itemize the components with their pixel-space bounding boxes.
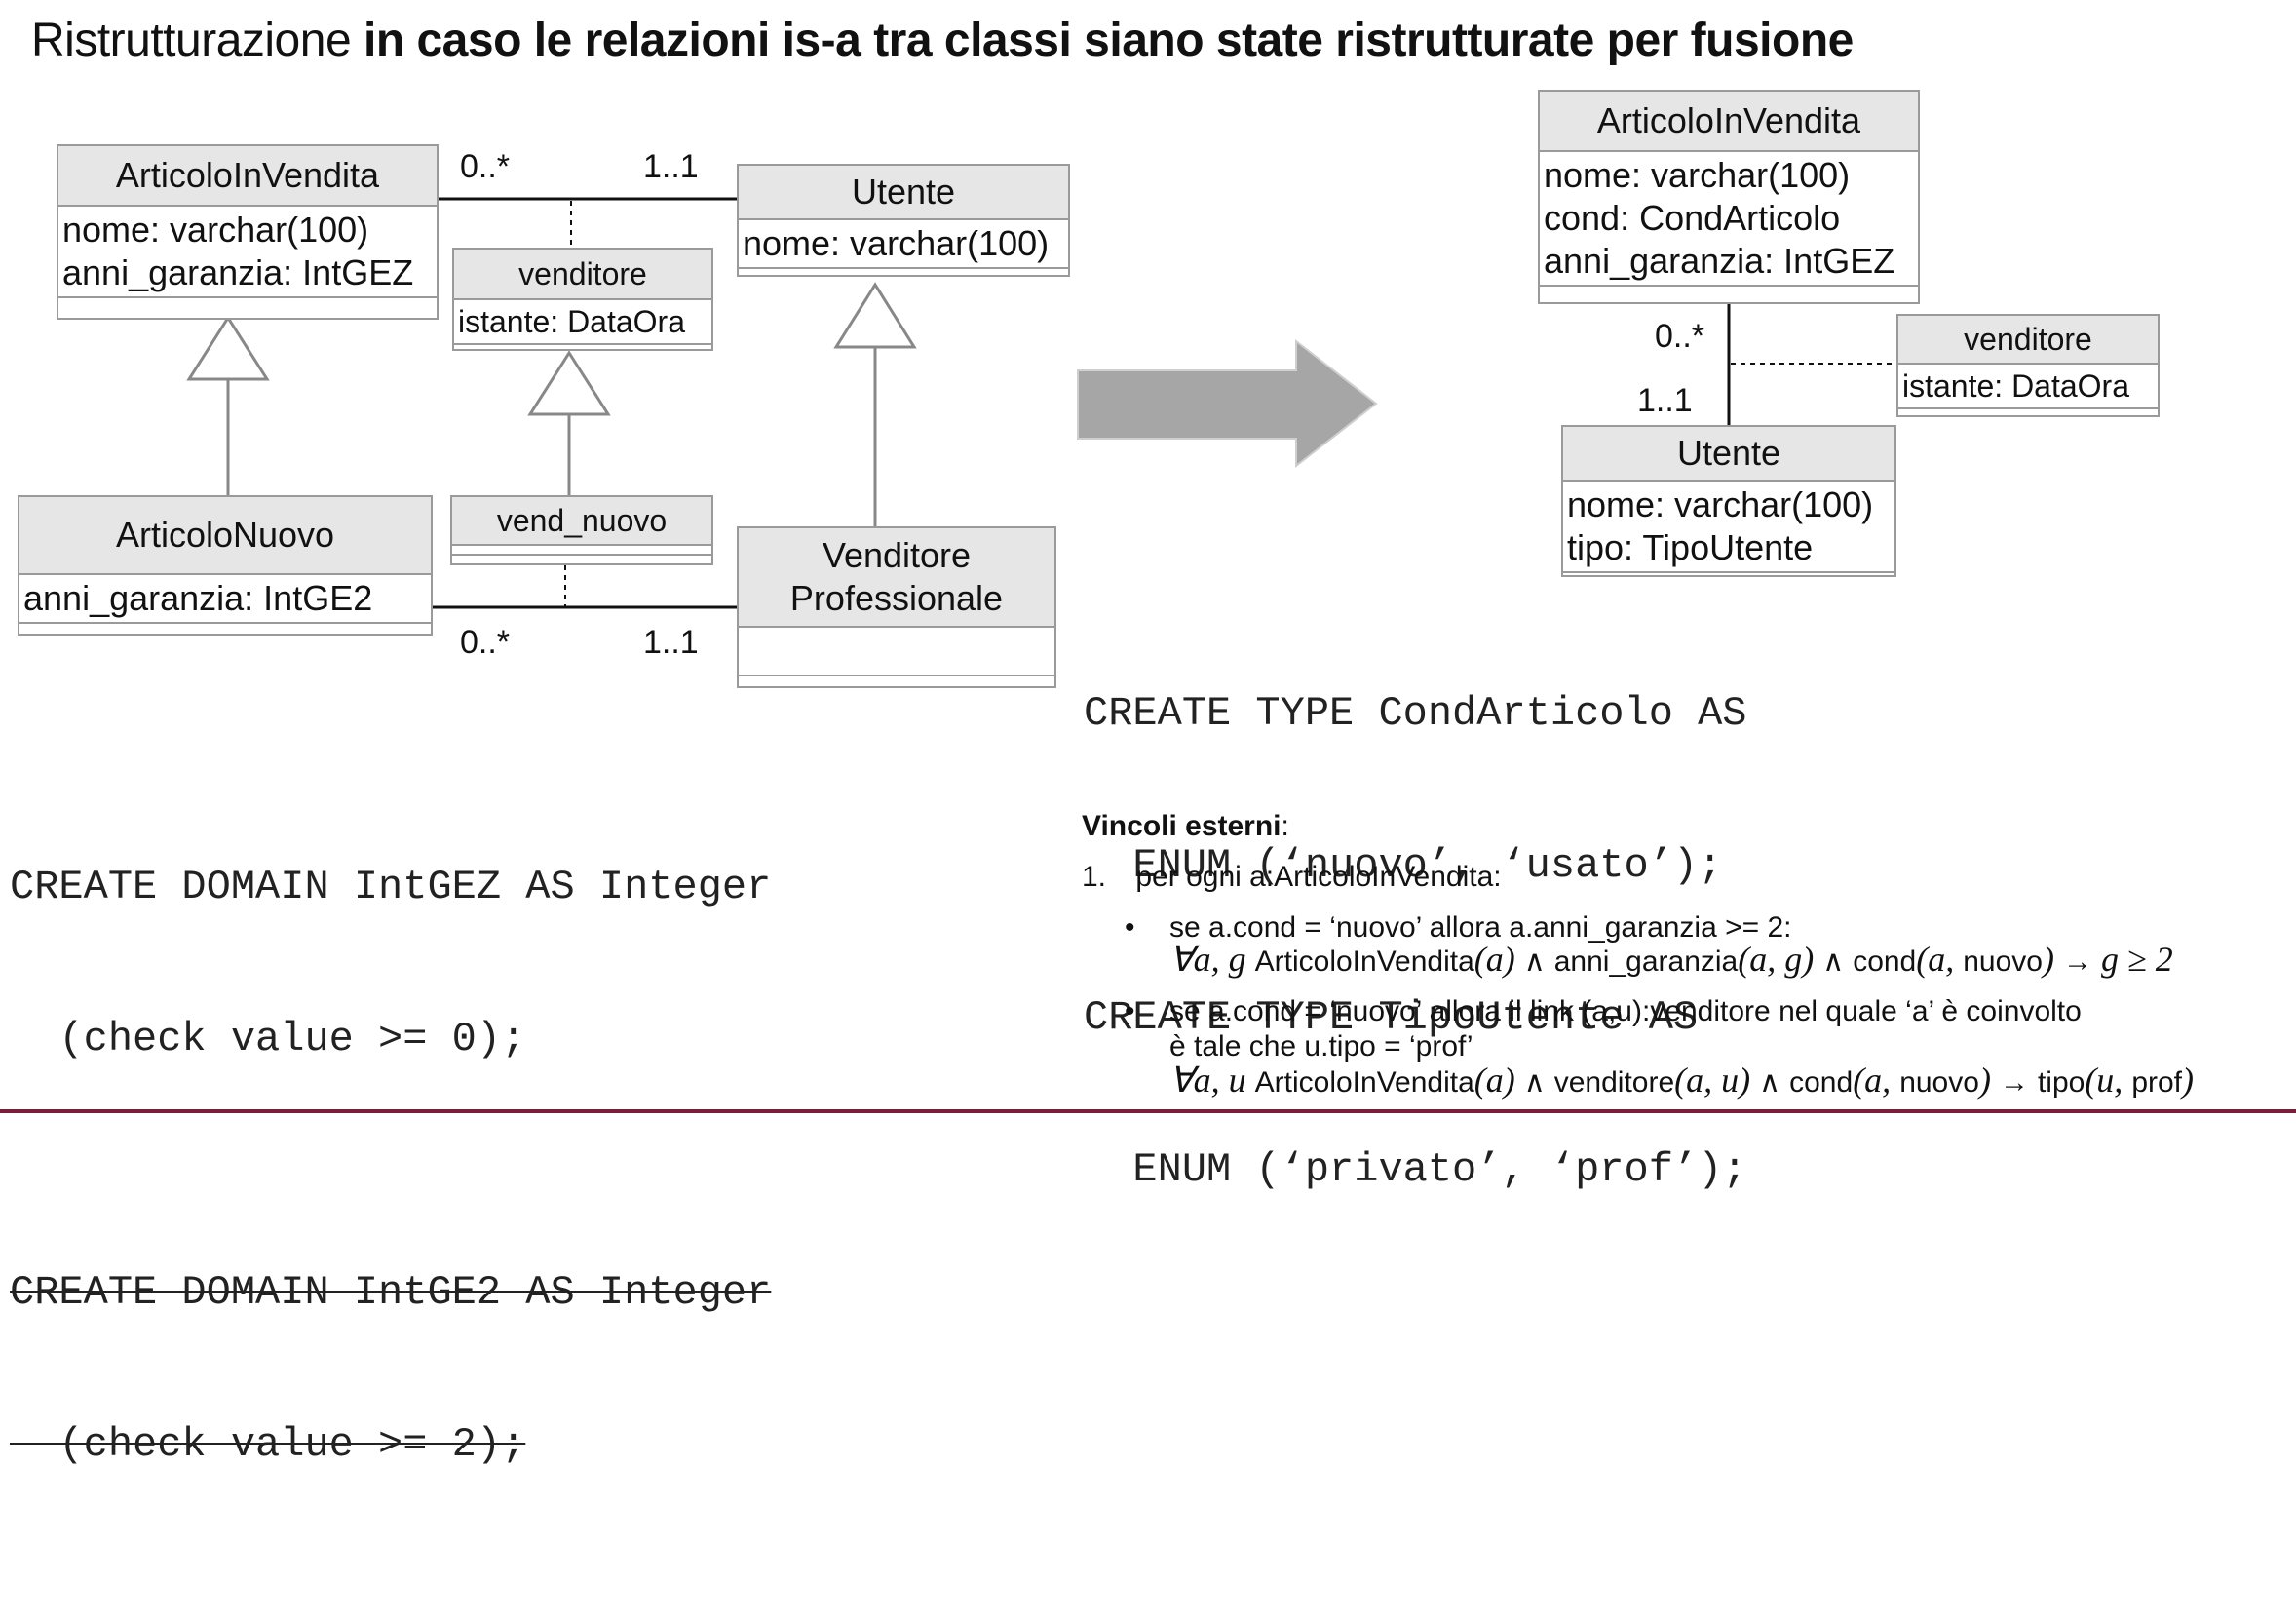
bullet-2-line-2: è tale che u.tipo = ‘prof’ bbox=[1169, 1030, 1473, 1062]
class-attributes: istante: DataOra bbox=[454, 300, 711, 343]
generalization-triangle-utente bbox=[833, 282, 917, 349]
class-operations bbox=[58, 296, 437, 302]
class-attributes: anni_garanzia: IntGE2 bbox=[19, 575, 431, 622]
class-operations bbox=[1898, 407, 2158, 413]
multiplicity: 0..* bbox=[460, 624, 511, 661]
class-attributes: nome: varchar(100) tipo: TipoUtente bbox=[1563, 482, 1894, 571]
bullet-2-line-1: se a.cond = ‘nuovo’ allora il link (a,u)… bbox=[1169, 995, 2082, 1027]
class-operations bbox=[1540, 285, 1918, 290]
attribute: cond: CondArticolo bbox=[1544, 198, 1841, 238]
class-operations bbox=[19, 622, 431, 628]
right-class-articolo-in-vendita: ArticoloInVendita nome: varchar(100) con… bbox=[1538, 90, 1920, 304]
code-strikethrough: CREATE DOMAIN IntGE2 AS Integer (check v… bbox=[10, 1166, 771, 1571]
class-name: Venditore Professionale bbox=[739, 528, 1054, 628]
right-class-utente: Utente nome: varchar(100) tipo: TipoUten… bbox=[1561, 425, 1896, 577]
bullet-1-text: se a.cond = ‘nuovo’ allora a.anni_garanz… bbox=[1169, 911, 1792, 944]
title-prefix: Ristrutturazione bbox=[31, 15, 352, 66]
class-name: venditore bbox=[1898, 316, 2158, 365]
attribute: nome: varchar(100) bbox=[62, 210, 369, 250]
attribute: tipo: TipoUtente bbox=[1567, 527, 1814, 567]
assoc-class-vend-nuovo: vend_nuovo bbox=[450, 495, 713, 565]
attribute: istante: DataOra bbox=[458, 304, 685, 339]
class-attributes: nome: varchar(100) cond: CondArticolo an… bbox=[1540, 152, 1918, 285]
attribute: nome: varchar(100) bbox=[743, 223, 1050, 263]
class-operations bbox=[452, 554, 711, 560]
class-name: ArticoloInVendita bbox=[1540, 92, 1918, 152]
multiplicity: 0..* bbox=[460, 148, 511, 185]
item-number: 1. bbox=[1082, 861, 1107, 893]
right-assoc-class-venditore: venditore istante: DataOra bbox=[1896, 314, 2160, 417]
code-line: ENUM (‘privato’, ‘prof’); bbox=[1084, 1146, 1747, 1193]
class-venditore-professionale: Venditore Professionale bbox=[737, 526, 1056, 688]
class-name-line: Venditore bbox=[822, 535, 972, 575]
class-utente: Utente nome: varchar(100) bbox=[737, 164, 1070, 277]
class-name: vend_nuovo bbox=[452, 497, 711, 546]
class-articolo-nuovo: ArticoloNuovo anni_garanzia: IntGE2 bbox=[18, 495, 433, 636]
transform-arrow bbox=[1077, 338, 1378, 469]
class-name: venditore bbox=[454, 250, 711, 300]
attribute: istante: DataOra bbox=[1902, 368, 2129, 404]
class-articolo-in-vendita: ArticoloInVendita nome: varchar(100) ann… bbox=[57, 144, 439, 320]
multiplicity: 1..1 bbox=[643, 148, 699, 185]
code-line: CREATE DOMAIN IntGEZ AS Integer bbox=[10, 864, 772, 910]
class-operations bbox=[1563, 571, 1894, 577]
code-line: ENUM (‘nuovo’, ‘usato’); bbox=[1084, 842, 1723, 889]
assoc-class-venditore: venditore istante: DataOra bbox=[452, 248, 713, 351]
attribute: anni_garanzia: IntGEZ bbox=[1544, 241, 1895, 281]
code-left: CREATE DOMAIN IntGEZ AS Integer (check v… bbox=[10, 760, 771, 1622]
generalization-triangle-venditore bbox=[527, 350, 611, 416]
page-title: Ristrutturazione in caso le relazioni is… bbox=[31, 12, 1854, 70]
constraint-item-1: 1. per ogni a:ArticoloInVendita: bbox=[1082, 858, 1502, 897]
multiplicity: 1..1 bbox=[1637, 382, 1693, 419]
class-attributes: istante: DataOra bbox=[1898, 365, 2158, 407]
attribute: anni_garanzia: IntGEZ bbox=[62, 252, 414, 292]
code-line: (check value >= 0); bbox=[10, 1016, 526, 1062]
bottom-rule bbox=[0, 1109, 2296, 1113]
bullet-icon: • bbox=[1125, 911, 1135, 944]
class-attributes: nome: varchar(100) anni_garanzia: IntGEZ bbox=[58, 207, 437, 296]
class-attributes bbox=[739, 628, 1054, 675]
class-name: Utente bbox=[1563, 427, 1894, 482]
item-text: per ogni a:ArticoloInVendita: bbox=[1135, 861, 1502, 893]
class-operations bbox=[739, 267, 1068, 273]
class-name: ArticoloInVendita bbox=[58, 146, 437, 207]
generalization-triangle-articolo bbox=[186, 315, 270, 381]
class-name-line: Professionale bbox=[789, 578, 1004, 618]
class-attributes bbox=[452, 546, 711, 554]
multiplicity: 0..* bbox=[1655, 318, 1705, 355]
attribute: anni_garanzia: IntGE2 bbox=[23, 578, 373, 618]
code-line: CREATE DOMAIN IntGE2 AS Integer bbox=[10, 1269, 772, 1316]
code-line: (check value >= 2); bbox=[10, 1421, 526, 1468]
title-bold: in caso le relazioni is-a tra classi sia… bbox=[363, 15, 1854, 66]
code-line: CREATE TYPE TipoUtente AS bbox=[1084, 994, 1699, 1041]
class-operations bbox=[454, 343, 711, 349]
class-operations bbox=[739, 675, 1054, 682]
attribute: nome: varchar(100) bbox=[1544, 155, 1851, 195]
bullet-1-formula: ∀a, g ArticoloInVendita(a) ∧ anni_garanz… bbox=[1169, 940, 2173, 979]
bullet-2-formula: ∀a, u ArticoloInVendita(a) ∧ venditore(a… bbox=[1169, 1061, 2195, 1100]
multiplicity: 1..1 bbox=[643, 624, 699, 661]
class-attributes: nome: varchar(100) bbox=[739, 220, 1068, 267]
attribute: nome: varchar(100) bbox=[1567, 484, 1874, 524]
code-line: CREATE TYPE CondArticolo AS bbox=[1084, 690, 1747, 737]
constraints-header: Vincoli esterni: bbox=[1082, 810, 1289, 842]
bullet-icon: • bbox=[1125, 995, 1135, 1027]
class-name: ArticoloNuovo bbox=[19, 497, 431, 575]
class-name: Utente bbox=[739, 166, 1068, 220]
diagram-connectors bbox=[186, 197, 1896, 609]
